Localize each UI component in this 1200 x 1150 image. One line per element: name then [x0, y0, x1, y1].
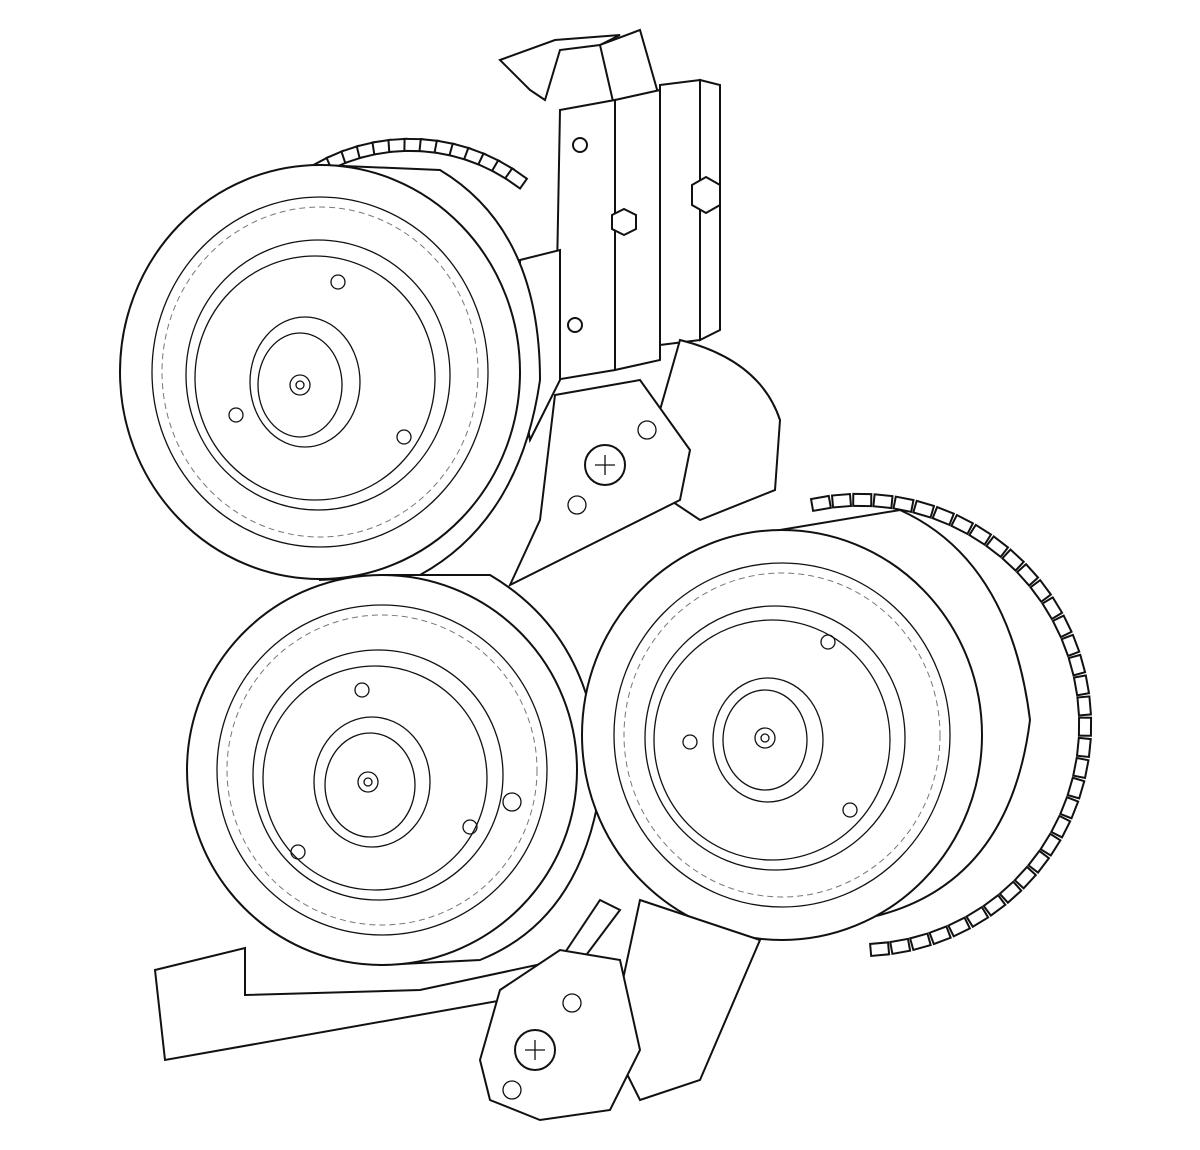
gear-tooth — [1049, 814, 1072, 839]
gear-tooth — [950, 513, 975, 536]
gear-tooth — [830, 492, 853, 509]
roller-right — [581, 508, 1032, 941]
right-gear — [809, 492, 1093, 957]
gear-tooth — [1072, 756, 1090, 780]
gear-tooth — [1000, 548, 1026, 572]
gear-tooth — [869, 941, 891, 957]
gear-tooth — [1059, 795, 1080, 820]
roller-bottom-left — [186, 574, 602, 967]
gear-tooth — [1076, 695, 1093, 717]
gear-tooth — [872, 493, 894, 510]
gear-tooth — [503, 166, 529, 190]
bottom-plate — [153, 898, 622, 1062]
gear-tooth — [1015, 562, 1040, 587]
gear-tooth — [1075, 736, 1092, 759]
gear-tooth — [928, 925, 952, 946]
gear-tooth — [1060, 633, 1081, 658]
gear-tooth — [998, 880, 1023, 905]
gear-tooth — [809, 494, 832, 513]
lower-clamp — [478, 898, 762, 1122]
upper-clamp — [507, 338, 782, 588]
gear-tooth — [908, 932, 932, 952]
top-gear — [311, 137, 529, 190]
gear-tooth — [965, 905, 990, 929]
gear-tooth — [1077, 716, 1093, 737]
gear-tooth — [1027, 849, 1051, 874]
gear-tooth — [852, 492, 873, 508]
gear-tooth — [931, 505, 956, 527]
gear-tooth — [912, 499, 936, 519]
gear-tooth — [967, 523, 993, 547]
gear-tooth — [1066, 776, 1086, 800]
gear-tooth — [1039, 832, 1062, 857]
gear-tooth — [984, 535, 1010, 559]
gear-tooth — [947, 916, 972, 938]
roller-top-left — [119, 163, 542, 582]
gear-tooth — [1051, 614, 1073, 639]
gear-tooth — [889, 937, 912, 956]
gear-tooth — [1029, 578, 1053, 604]
gear-tooth — [982, 893, 1007, 917]
gear-tooth — [1013, 865, 1038, 890]
gear-tooth — [1072, 674, 1091, 697]
gear-tooth — [1041, 595, 1064, 621]
gear-tooth — [1067, 653, 1087, 677]
